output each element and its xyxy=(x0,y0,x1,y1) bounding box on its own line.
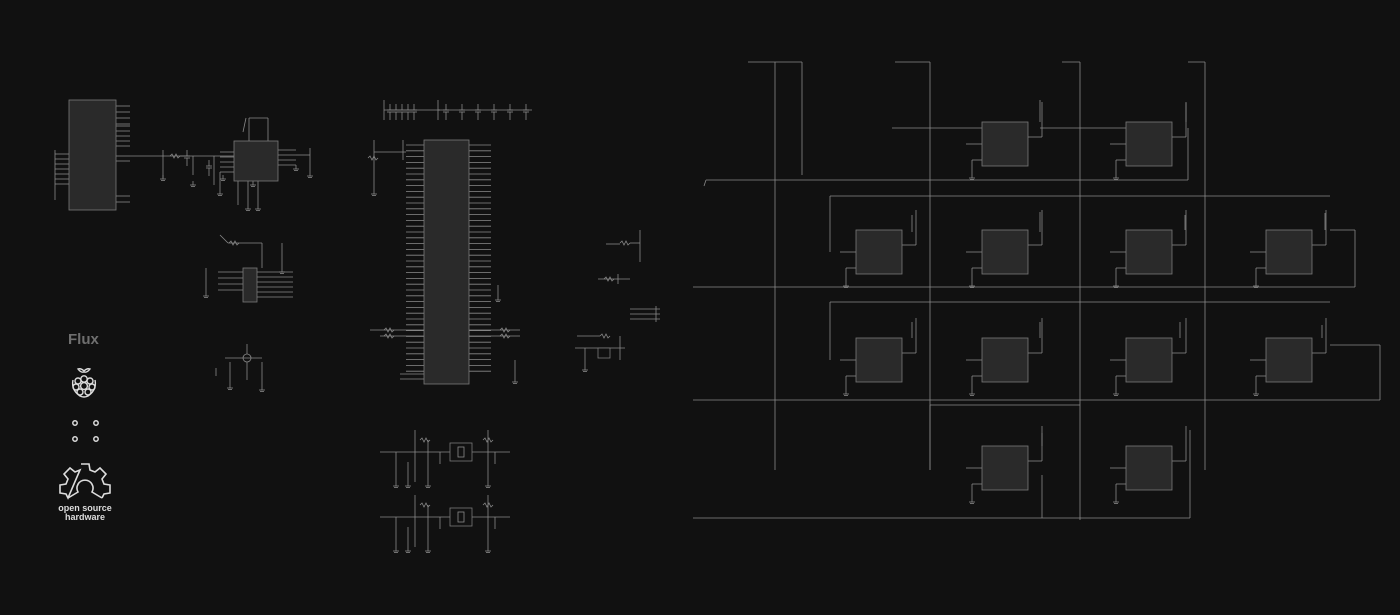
matrix-cell-component xyxy=(981,445,1029,491)
mounting-holes-icon xyxy=(72,420,99,442)
resistor xyxy=(482,437,494,443)
capacitor xyxy=(491,104,497,120)
resistor xyxy=(482,502,494,508)
wire-layer xyxy=(54,61,1381,553)
oshw-label-line2: hardware xyxy=(65,512,105,522)
usb-hub-ic xyxy=(68,99,117,211)
brand-block: Flux open source hardware xyxy=(58,331,112,522)
capacitor xyxy=(459,104,465,120)
capacitor xyxy=(443,104,449,120)
matrix-cell-component xyxy=(855,229,903,275)
ground-symbol xyxy=(425,547,431,553)
crystal xyxy=(457,511,465,523)
resistor xyxy=(419,502,431,508)
ground-symbol xyxy=(279,268,285,274)
ground-symbol xyxy=(969,498,975,504)
capacitor xyxy=(399,104,405,120)
ground-symbol xyxy=(307,172,313,178)
raspberry-pi-icon xyxy=(71,368,97,398)
resistor xyxy=(383,333,395,339)
ground-symbol xyxy=(293,165,299,171)
matrix-cell-component xyxy=(981,229,1029,275)
matrix-cell-component xyxy=(1125,337,1173,383)
resistor xyxy=(169,153,181,159)
resistor xyxy=(603,276,615,282)
capacitor xyxy=(475,104,481,120)
ground-symbol xyxy=(1113,390,1119,396)
resistor xyxy=(367,155,379,161)
oshw-label-line1: open source xyxy=(58,503,112,513)
crystal xyxy=(457,446,465,458)
resistor xyxy=(419,437,431,443)
voltage-regulator xyxy=(242,267,258,303)
ground-symbol xyxy=(582,366,588,372)
ground-symbol xyxy=(1113,282,1119,288)
microcontroller-ic xyxy=(423,139,470,385)
ground-symbol xyxy=(405,547,411,553)
matrix-cell-component xyxy=(1265,229,1313,275)
matrix-cell-component xyxy=(981,121,1029,167)
wire xyxy=(219,234,229,244)
ground-symbol xyxy=(969,282,975,288)
matrix-cell-component xyxy=(1265,337,1313,383)
capacitor xyxy=(411,104,417,120)
resistor xyxy=(619,240,631,246)
capacitor xyxy=(393,104,399,120)
capacitor xyxy=(523,104,529,120)
connector xyxy=(597,347,611,359)
wire xyxy=(703,179,707,187)
ground-symbol xyxy=(969,390,975,396)
ground-symbol xyxy=(425,482,431,488)
ground-symbol xyxy=(245,205,251,211)
component-layer xyxy=(68,99,1313,527)
ground-symbol xyxy=(371,190,377,196)
ground-symbol xyxy=(485,547,491,553)
ground-symbol xyxy=(393,482,399,488)
capacitor xyxy=(405,104,411,120)
capacitor xyxy=(507,104,513,120)
matrix-cell-component xyxy=(1125,229,1173,275)
ground-symbol xyxy=(1113,174,1119,180)
ground-symbol xyxy=(203,292,209,298)
ground-symbol xyxy=(220,175,226,181)
ground-symbol xyxy=(512,378,518,384)
ground-symbol xyxy=(255,205,261,211)
ground-symbol xyxy=(217,190,223,196)
ground-symbol xyxy=(843,390,849,396)
ground-symbol xyxy=(227,384,233,390)
ground-symbol xyxy=(250,181,256,187)
flux-logo: Flux xyxy=(68,331,99,348)
usb-controller-ic xyxy=(233,140,279,182)
ground-symbol xyxy=(259,386,265,392)
ground-symbol xyxy=(405,482,411,488)
ground-symbol xyxy=(969,174,975,180)
matrix-cell-component xyxy=(1125,121,1173,167)
ground-symbol xyxy=(1113,498,1119,504)
resistor xyxy=(499,333,511,339)
ground-symbol xyxy=(843,282,849,288)
ground-symbol xyxy=(190,181,196,187)
matrix-cell-component xyxy=(855,337,903,383)
capacitor xyxy=(387,104,393,120)
open-source-hardware-icon xyxy=(59,463,111,500)
resistor xyxy=(383,327,395,333)
ground-symbol xyxy=(495,296,501,302)
resistor xyxy=(599,333,611,339)
capacitor xyxy=(184,150,190,166)
resistor xyxy=(228,240,240,246)
ground-symbol xyxy=(485,482,491,488)
ground-symbol xyxy=(1253,390,1259,396)
ground-symbol xyxy=(393,547,399,553)
capacitor xyxy=(206,160,212,176)
matrix-cell-component xyxy=(981,337,1029,383)
wire xyxy=(242,117,247,133)
ground-symbol xyxy=(1253,282,1259,288)
resistor xyxy=(499,327,511,333)
matrix-cell-component xyxy=(1125,445,1173,491)
